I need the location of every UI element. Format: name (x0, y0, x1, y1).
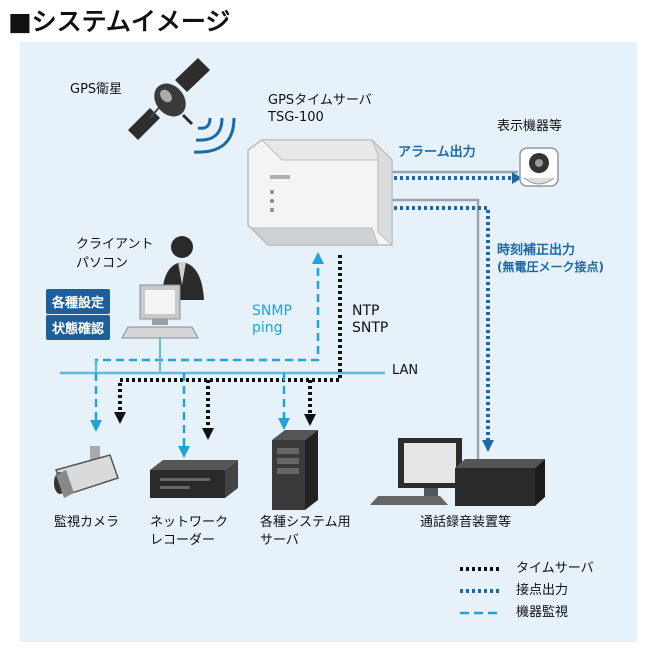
page-title: ■システムイメージ (8, 7, 231, 36)
servers-label-1: 各種システム用 (260, 515, 351, 530)
settings-badge: 各種設定 (46, 289, 111, 314)
lan-label: LAN (392, 363, 419, 378)
monitor-arrow-servers (278, 418, 290, 430)
status-badge: 状態確認 (46, 315, 111, 340)
ntp-label: NTP (352, 303, 380, 319)
client-pc-label-1: クライアント (76, 237, 154, 252)
contact-wire (385, 198, 480, 462)
time-correction-label-1: 時刻補正出力 (497, 243, 576, 258)
server-name-label: GPSタイムサーバ (268, 93, 372, 108)
tower-server-icon (272, 430, 318, 510)
surveillance-camera-icon (54, 446, 119, 498)
time-correction-label-2: (無電圧メーク接点) (497, 260, 604, 274)
legend-label-timeserver: タイムサーバ (516, 561, 594, 576)
ntp-arrow-recorder (202, 428, 214, 440)
display-device-icon (519, 147, 559, 187)
call-recorder-label: 通話録音装置等 (420, 515, 512, 530)
ntp-arrow-servers (304, 414, 316, 426)
call-recorder-icon (370, 438, 545, 506)
monitor-arrow-camera (90, 420, 102, 432)
ntp-path (118, 255, 342, 412)
snmp-arrow-head (312, 252, 324, 264)
camera-label: 監視カメラ (54, 515, 120, 530)
gps-satellite-label: GPS衛星 (70, 82, 123, 97)
recorder-label-2: レコーダー (150, 533, 216, 548)
recorder-label-1: ネットワーク (150, 515, 229, 530)
alarm-output-label: アラーム出力 (398, 145, 476, 160)
client-pc-label-2: パソコン (76, 256, 129, 271)
gps-satellite-icon (128, 58, 210, 140)
server-model-label: TSG-100 (268, 110, 324, 125)
monitor-arrow-recorder (178, 446, 190, 458)
time-correction-arrow-head (482, 440, 494, 452)
gps-signal-icon (193, 117, 236, 154)
ntp-arrow-camera (114, 412, 126, 424)
snmp-label: SNMP (252, 303, 292, 319)
servers-label-2: サーバ (260, 533, 299, 548)
client-pc-icon (121, 284, 199, 339)
time-correction-path (388, 206, 490, 440)
time-server-device (247, 139, 394, 247)
alarm-arrow-head (512, 172, 522, 184)
legend-label-contact: 接点出力 (516, 583, 569, 598)
sntp-label: SNTP (352, 320, 389, 336)
display-device-label: 表示機器等 (497, 119, 563, 134)
ping-label: ping (252, 320, 283, 336)
network-recorder-icon (150, 460, 238, 498)
legend-label-monitor: 機器監視 (516, 605, 569, 620)
